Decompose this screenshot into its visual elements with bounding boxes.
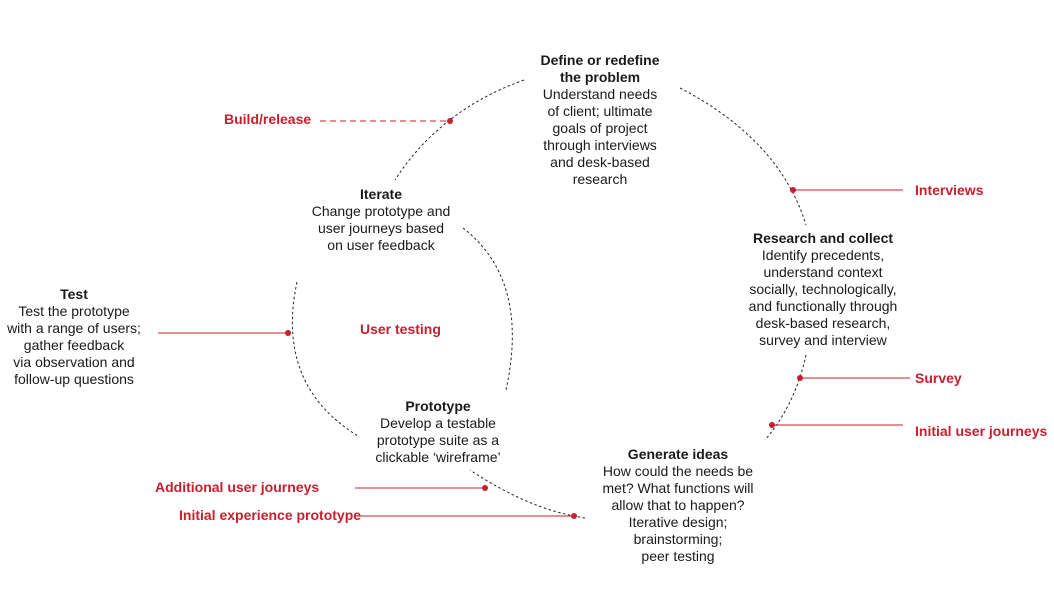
cycle-arc-iterate-inner bbox=[462, 227, 513, 391]
stage-research-desc: Identify precedents, understand context … bbox=[748, 247, 898, 348]
marker-dot-initial-experience-prototype bbox=[571, 513, 577, 519]
stage-generate-title: Generate ideas bbox=[627, 446, 729, 462]
stage-iterate-desc: Change prototype and user journeys based… bbox=[311, 203, 451, 253]
stage-research: Research and collect Identify precedents… bbox=[749, 230, 898, 349]
stage-define-title: Define or redefine the problem bbox=[540, 52, 660, 85]
stage-generate: Generate ideas How could the needs be me… bbox=[603, 446, 754, 565]
cycle-arc-generate-prototype bbox=[469, 469, 586, 519]
cycle-arc-define-left bbox=[394, 79, 525, 181]
stage-iterate: Iterate Change prototype and user journe… bbox=[312, 186, 451, 254]
cycle-arc-define-right bbox=[679, 87, 807, 226]
tag-build-release: Build/release bbox=[224, 111, 312, 127]
stage-test-title: Test bbox=[60, 286, 88, 302]
tag-user-testing: User testing bbox=[360, 321, 441, 337]
marker-dot-test bbox=[285, 330, 291, 336]
marker-dot-initial-user-journeys bbox=[769, 422, 775, 428]
stage-test: Test Test the prototype with a range of … bbox=[7, 286, 141, 388]
tag-additional-user-journeys: Additional user journeys bbox=[155, 479, 320, 495]
marker-dot-build-release bbox=[447, 118, 453, 124]
cycle-arc-test-left bbox=[291, 281, 359, 437]
stage-generate-desc: How could the needs be met? What functio… bbox=[602, 463, 754, 564]
cycle-arc-research-generate bbox=[764, 354, 807, 441]
tag-initial-experience-prototype: Initial experience prototype bbox=[179, 507, 362, 523]
stage-iterate-title: Iterate bbox=[359, 186, 403, 202]
stage-define: Define or redefine the problem Understan… bbox=[540, 52, 659, 188]
stage-prototype-title: Prototype bbox=[405, 398, 471, 414]
tag-initial-user-journeys: Initial user journeys bbox=[915, 423, 1048, 439]
stage-test-desc: Test the prototype with a range of users… bbox=[7, 303, 141, 387]
marker-dot-interviews bbox=[790, 187, 796, 193]
stage-prototype-desc: Develop a testable prototype suite as a … bbox=[375, 415, 501, 465]
marker-dot-survey bbox=[797, 375, 803, 381]
stage-prototype: Prototype Develop a testable prototype s… bbox=[375, 398, 500, 466]
stage-research-title: Research and collect bbox=[752, 230, 894, 246]
tag-interviews: Interviews bbox=[915, 182, 984, 198]
stage-define-desc: Understand needs of client; ultimate goa… bbox=[542, 86, 658, 187]
tag-survey: Survey bbox=[915, 370, 962, 386]
marker-dot-additional-user-journeys bbox=[482, 485, 488, 491]
